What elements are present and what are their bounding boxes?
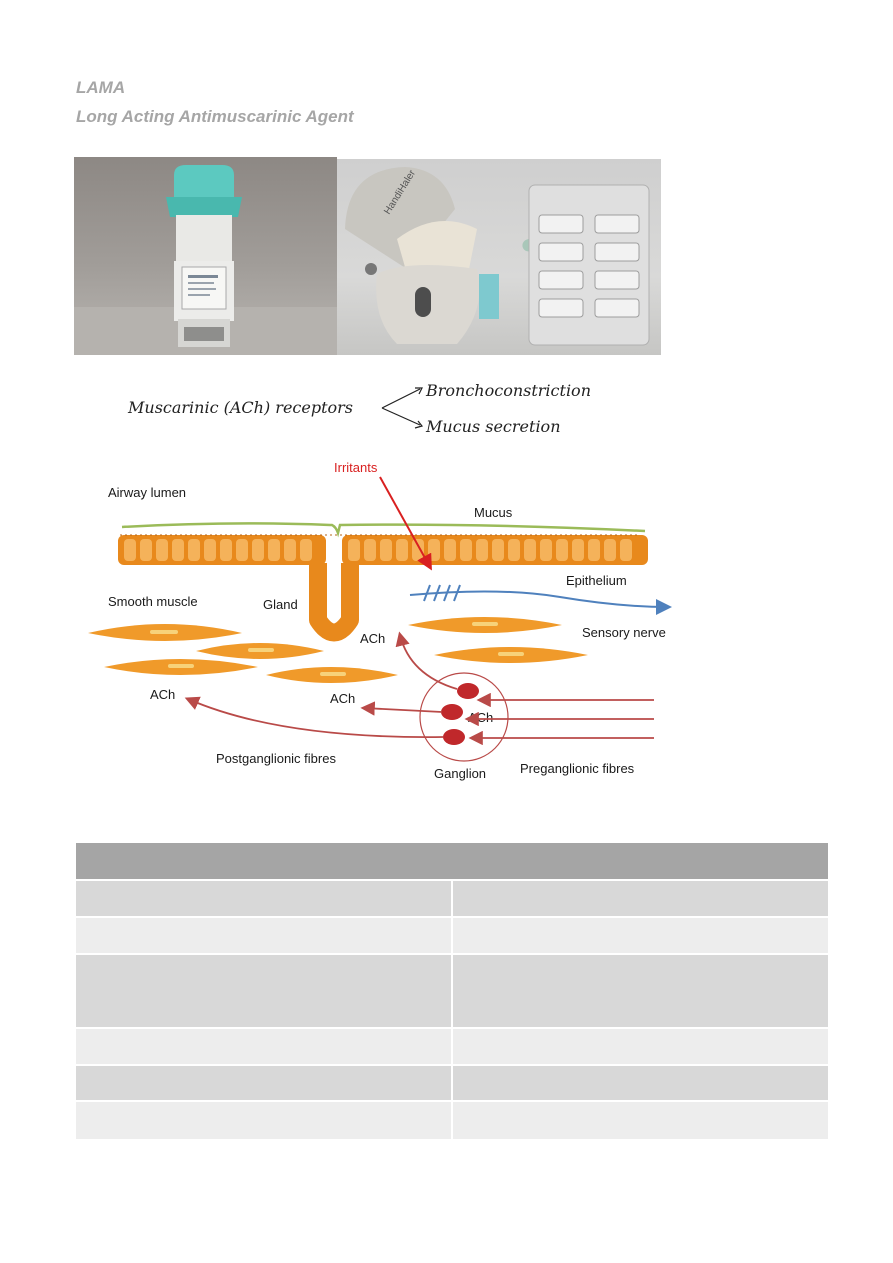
epithelium-label: Epithelium	[566, 573, 627, 588]
effect-mucus-secretion: Mucus secretion	[425, 417, 561, 436]
neuron-body-icon	[441, 704, 463, 720]
ach-ganglion-label: ACh	[468, 710, 493, 725]
ach-smooth-muscle-label: ACh	[150, 687, 175, 702]
postganglionic-fibre	[364, 708, 442, 712]
ach-gland-label: ACh	[360, 631, 385, 646]
table-row	[76, 880, 828, 917]
postganglionic-fibre	[400, 635, 457, 689]
table-header-cell	[76, 843, 828, 880]
handihaler-with-blister-pack-photo: HandiHaler	[337, 159, 661, 355]
postganglionic-label: Postganglionic fibres	[216, 751, 336, 766]
effect-bronchoconstriction: Bronchoconstriction	[425, 381, 591, 400]
smooth-muscle-label: Smooth muscle	[108, 594, 198, 609]
receptor-label: Muscarinic (ACh) receptors	[127, 398, 353, 417]
mucus-label: Mucus	[474, 505, 513, 520]
page-title-full: Long Acting Antimuscarinic Agent	[76, 107, 354, 127]
neuron-body-icon	[443, 729, 465, 745]
table-row	[76, 1101, 828, 1139]
table-cell-value	[452, 954, 828, 1028]
table-header-row	[76, 843, 828, 880]
table-row	[76, 917, 828, 954]
table-cell-label	[76, 1065, 452, 1101]
irritants-label: Irritants	[334, 460, 378, 475]
sensory-nerve-line	[410, 591, 668, 607]
drug-info-table	[76, 843, 828, 1139]
neuron-body-icon	[457, 683, 479, 699]
table-cell-label	[76, 917, 452, 954]
table-row	[76, 954, 828, 1028]
table-cell-label	[76, 1101, 452, 1139]
epithelium-cells	[118, 535, 648, 565]
ach-muscle-mid-label: ACh	[330, 691, 355, 706]
ganglion-label: Ganglion	[434, 766, 486, 781]
airway-lumen-label: Airway lumen	[108, 485, 186, 500]
table-cell-value	[452, 1101, 828, 1139]
table-row	[76, 1028, 828, 1065]
table-cell-value	[452, 1065, 828, 1101]
table-cell-value	[452, 1028, 828, 1065]
sensory-nerve-label: Sensory nerve	[582, 625, 666, 640]
table-cell-value	[452, 880, 828, 917]
mucus-line	[122, 523, 645, 533]
mechanism-diagram: Muscarinic (ACh) receptors Bronchoconstr…	[120, 375, 640, 445]
table-cell-label	[76, 954, 452, 1028]
page-title-abbreviation: LAMA	[76, 78, 125, 98]
table-row	[76, 1065, 828, 1101]
soft-mist-inhaler-photo	[74, 157, 337, 355]
table-cell-label	[76, 880, 452, 917]
preganglionic-label: Preganglionic fibres	[520, 761, 635, 776]
table-cell-value	[452, 917, 828, 954]
postganglionic-fibre	[188, 699, 443, 737]
airway-diagram: Irritants Airway lumen Mucus Gland	[80, 455, 690, 790]
gland-label: Gland	[263, 597, 298, 612]
table-cell-label	[76, 1028, 452, 1065]
gland-shape	[318, 563, 350, 633]
